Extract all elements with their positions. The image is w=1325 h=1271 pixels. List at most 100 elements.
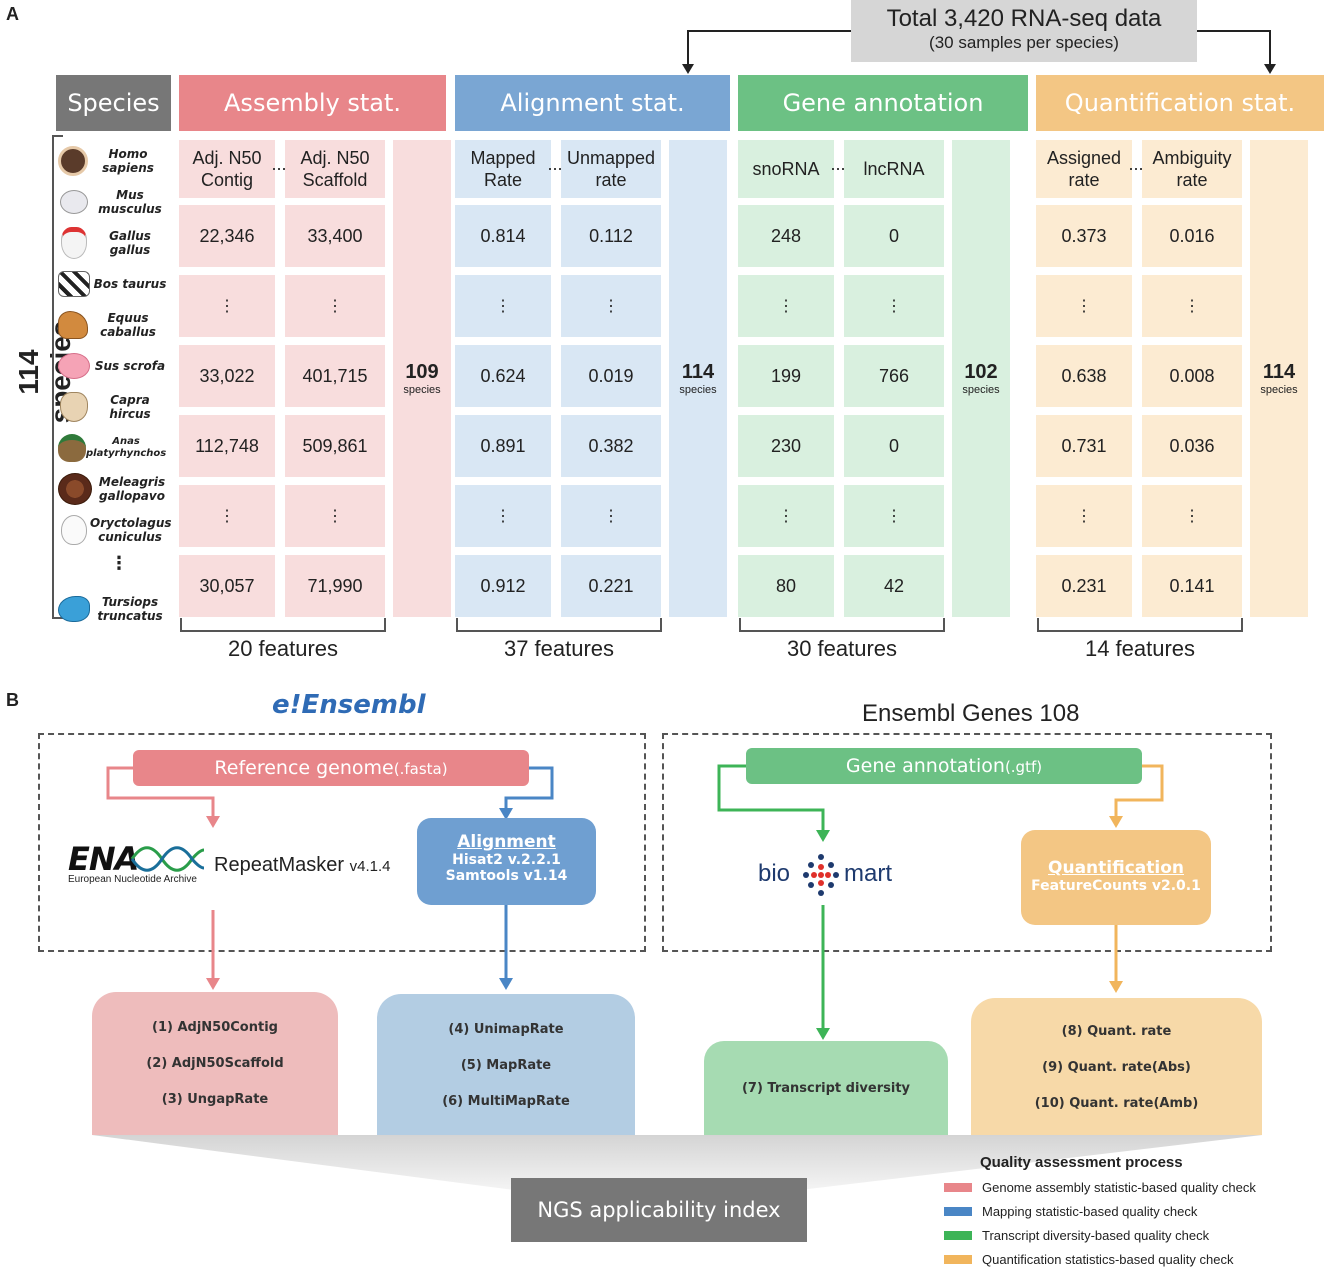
column-header: snoRNA	[738, 140, 834, 198]
table-cell: ⋮	[561, 485, 661, 547]
column-ellipsis: ...	[1128, 154, 1144, 174]
quantification-box: Quantification FeatureCounts v2.0.1	[1021, 830, 1211, 925]
species-item: Equus caballus	[58, 304, 173, 345]
table-cell: ⋮	[561, 275, 661, 337]
table-cell: 0.016	[1142, 205, 1242, 267]
column-header: Ambiguity rate	[1142, 140, 1242, 198]
table-cell: 0.731	[1036, 415, 1132, 477]
result-item: (2) AdjN50Scaffold	[146, 1056, 284, 1071]
table-cell: 401,715	[285, 345, 385, 407]
human-icon	[58, 145, 88, 176]
species-count-side-label: 114 species	[13, 321, 76, 424]
legend-swatch	[944, 1182, 972, 1192]
reference-genome-ext: (.fasta)	[393, 760, 448, 778]
features-count-label: 37 features	[503, 636, 615, 661]
total-subtitle: (30 samples per species)	[929, 33, 1119, 52]
alignment-tool-1: Hisat2 v.2.2.1	[452, 852, 561, 868]
column-ellipsis: ...	[271, 154, 287, 174]
legend: Quality assessment process Genome assemb…	[944, 1154, 1314, 1271]
table-cell: 112,748	[179, 415, 275, 477]
chicken-icon	[61, 226, 87, 259]
group-header-quantification-stat: Quantification stat.	[1036, 75, 1324, 131]
table-cell: 0.231	[1036, 555, 1132, 617]
species-item: Gallus gallus	[58, 222, 173, 263]
species-list: Homo sapiens Mus musculus Gallus gallus …	[58, 140, 173, 629]
table-cell: 22,346	[179, 205, 275, 267]
table-cell: 30,057	[179, 555, 275, 617]
table-cell: ⋮	[844, 275, 944, 337]
species-count-unit: species	[962, 384, 1000, 396]
result-box-mapping: (4) UnimapRate (5) MapRate (6) MultiMapR…	[377, 994, 635, 1135]
ensembl-genes-label: Ensembl Genes 108	[862, 700, 1080, 727]
legend-swatch	[944, 1230, 972, 1240]
legend-item: Mapping statistic-based quality check	[944, 1199, 1314, 1223]
legend-title: Quality assessment process	[980, 1154, 1183, 1171]
table-cell: ⋮	[179, 275, 275, 337]
table-cell: 0.036	[1142, 415, 1242, 477]
table-cell: 0.912	[455, 555, 551, 617]
species-ellipsis: ⋮	[110, 553, 128, 574]
table-cell: 0.112	[561, 205, 661, 267]
table-cell: ⋮	[1142, 485, 1242, 547]
result-item: (1) AdjN50Contig	[152, 1020, 278, 1035]
turkey-icon	[58, 472, 92, 505]
pig-icon	[58, 352, 90, 379]
funnel-shape	[92, 1135, 1262, 1190]
features-bracket	[739, 618, 945, 632]
total-arrows	[682, 30, 1276, 74]
table-cell: ⋮	[844, 485, 944, 547]
result-box-quantification: (8) Quant. rate (9) Quant. rate(Abs) (10…	[971, 998, 1262, 1135]
repeatmasker-label: RepeatMasker v4.1.4	[214, 854, 391, 876]
species-item: Capra hircus	[58, 386, 173, 427]
table-cell: ⋮	[1142, 275, 1242, 337]
table-cell: ⋮	[285, 275, 385, 337]
column-header: lncRNA	[844, 140, 944, 198]
result-item: (5) MapRate	[460, 1058, 552, 1073]
species-item: Homo sapiens	[58, 140, 173, 181]
result-item: (9) Quant. rate(Abs)	[1042, 1060, 1191, 1075]
species-item: Anas platyrhynchos	[58, 427, 173, 468]
table-cell: ⋮	[738, 275, 834, 337]
column-ellipsis: ...	[547, 154, 563, 174]
species-item: Sus scrofa	[58, 345, 173, 386]
alignment-box: Alignment Hisat2 v.2.2.1 Samtools v1.14	[417, 818, 596, 905]
cow-icon	[58, 270, 90, 297]
table-cell: ⋮	[738, 485, 834, 547]
ena-logo: ENA European Nucleotide Archive	[68, 840, 197, 885]
table-cell: 33,022	[179, 345, 275, 407]
column-header: Assigned rate	[1036, 140, 1132, 198]
column-header: Mapped Rate	[455, 140, 551, 198]
alignment-tool-2: Samtools v1.14	[445, 868, 568, 884]
duck-icon	[58, 433, 86, 462]
result-item: (8) Quant. rate	[1061, 1024, 1172, 1039]
ensembl-genes-dashed-box	[662, 733, 1272, 952]
table-cell: 0.221	[561, 555, 661, 617]
repeatmasker-version: v4.1.4	[349, 858, 391, 875]
pipeline-arrows	[106, 764, 1164, 1040]
result-item: (10) Quant. rate(Amb)	[1034, 1096, 1199, 1111]
panel-b-letter: B	[6, 690, 19, 710]
table-cell: 230	[738, 415, 834, 477]
legend-item: Transcript diversity-based quality check	[944, 1223, 1314, 1247]
species-header: Species	[56, 75, 171, 131]
table-cell: ⋮	[455, 275, 551, 337]
species-count-value: 109	[405, 361, 439, 383]
table-cell: ⋮	[1036, 275, 1132, 337]
result-box-assembly: (1) AdjN50Contig (2) AdjN50Scaffold (3) …	[92, 992, 338, 1135]
table-cell: 0.019	[561, 345, 661, 407]
table-cell: ⋮	[285, 485, 385, 547]
column-header: Unmapped rate	[561, 140, 661, 198]
ensembl-logo: e!Ensembl	[272, 690, 426, 720]
features-bracket	[456, 618, 662, 632]
species-item: Mus musculus	[58, 181, 173, 222]
table-cell: 0.373	[1036, 205, 1132, 267]
table-cell: 0.624	[455, 345, 551, 407]
features-bracket	[1037, 618, 1243, 632]
biomart-dots-icon	[803, 854, 839, 896]
gene-annotation-bar: Gene annotation(.gtf)	[746, 748, 1142, 784]
species-count-value: 114	[1262, 361, 1296, 383]
table-cell: 0.638	[1036, 345, 1132, 407]
total-title: Total 3,420 RNA-seq data	[886, 5, 1162, 32]
gene-annotation-ext: (.gtf)	[1004, 758, 1043, 776]
